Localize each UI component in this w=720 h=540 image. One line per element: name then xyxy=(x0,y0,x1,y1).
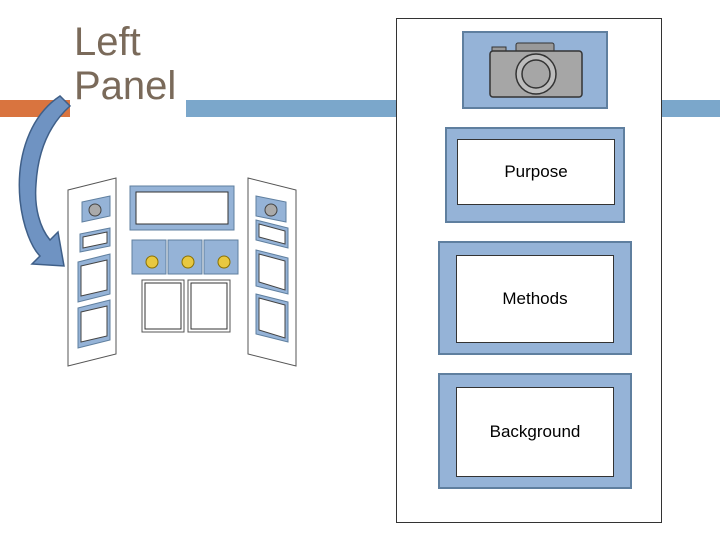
section-purpose: Purpose xyxy=(457,139,615,205)
section-background: Background xyxy=(456,387,614,477)
section-frame-methods: Methods xyxy=(438,241,632,355)
section-frame-purpose: Purpose xyxy=(445,127,625,223)
left-panel-detail: Purpose Methods Background xyxy=(396,18,662,523)
curved-arrow-icon xyxy=(18,95,72,267)
section-methods: Methods xyxy=(456,255,614,343)
section-label-methods: Methods xyxy=(502,289,568,308)
slide-title-line-2: Panel xyxy=(74,64,177,108)
panel-header-frame xyxy=(462,31,608,109)
section-frame-background: Background xyxy=(438,373,632,489)
section-label-purpose: Purpose xyxy=(504,162,568,181)
slide-title: Left Panel xyxy=(74,20,176,108)
accent-bar-blue-right xyxy=(661,100,720,117)
poster-thumbnail xyxy=(67,177,297,367)
camera-icon xyxy=(489,42,583,98)
accent-bar-blue-left xyxy=(186,100,396,117)
section-label-background: Background xyxy=(489,422,581,441)
slide-title-line-1: Left xyxy=(74,20,141,64)
